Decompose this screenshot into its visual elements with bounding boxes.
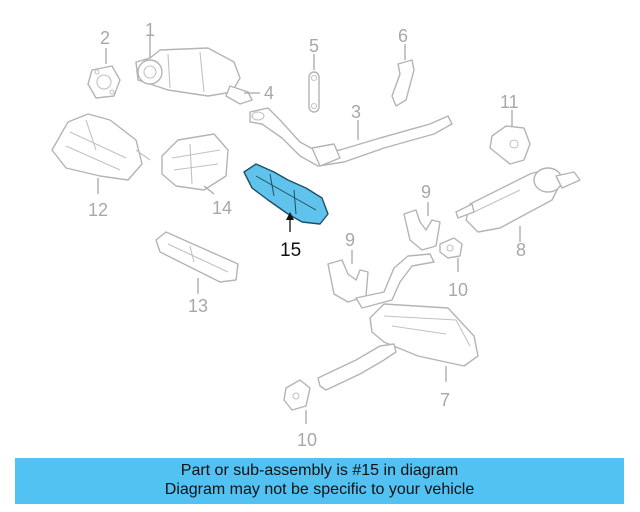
callout-11[interactable]: 11 xyxy=(500,92,519,112)
callout-8[interactable]: 8 xyxy=(516,240,526,260)
part-15-heat-shield-highlighted[interactable] xyxy=(243,163,329,232)
callout-14[interactable]: 14 xyxy=(212,198,232,218)
part-10-insulator-upper xyxy=(439,237,463,272)
callout-4[interactable]: 4 xyxy=(264,83,274,103)
part-10-insulator-lower xyxy=(283,379,311,424)
callout-2[interactable]: 2 xyxy=(100,28,110,48)
callout-7[interactable]: 7 xyxy=(440,390,450,410)
callout-3[interactable]: 3 xyxy=(351,102,361,122)
part-5-hanger xyxy=(308,54,320,113)
part-6-bracket xyxy=(391,44,415,107)
callout-9-upper[interactable]: 9 xyxy=(421,182,431,202)
callout-10-upper[interactable]: 10 xyxy=(448,280,468,300)
callout-15[interactable]: 15 xyxy=(280,240,301,261)
callout-12[interactable]: 12 xyxy=(88,200,108,220)
callout-10-lower[interactable]: 10 xyxy=(297,430,317,450)
part-8-rear-muffler xyxy=(455,167,581,242)
part-7-muffler-assembly xyxy=(317,253,479,391)
part-1-catalytic-converter xyxy=(135,34,253,105)
part-2-gasket xyxy=(87,48,121,99)
callout-6[interactable]: 6 xyxy=(398,26,408,46)
part-11-bracket xyxy=(489,110,531,165)
callout-9-lower[interactable]: 9 xyxy=(345,230,355,250)
part-12-heat-shield xyxy=(51,113,151,194)
part-9-clamp-lower xyxy=(327,250,369,303)
part-9-clamp-upper xyxy=(403,202,441,251)
exhaust-parts-diagram: 2 1 4 5 6 3 11 xyxy=(51,20,581,450)
part-14-heat-shield xyxy=(161,133,229,195)
banner-line-2: Diagram may not be specific to your vehi… xyxy=(164,481,475,498)
part-13-heat-shield xyxy=(155,231,239,294)
callout-13[interactable]: 13 xyxy=(188,296,208,316)
callout-5[interactable]: 5 xyxy=(309,36,319,56)
part-3-front-pipe xyxy=(249,107,453,167)
banner-line-1: Part or sub-assembly is #15 in diagram xyxy=(180,462,459,479)
callout-1[interactable]: 1 xyxy=(145,20,155,40)
info-banner: Part or sub-assembly is #15 in diagram D… xyxy=(15,458,624,504)
